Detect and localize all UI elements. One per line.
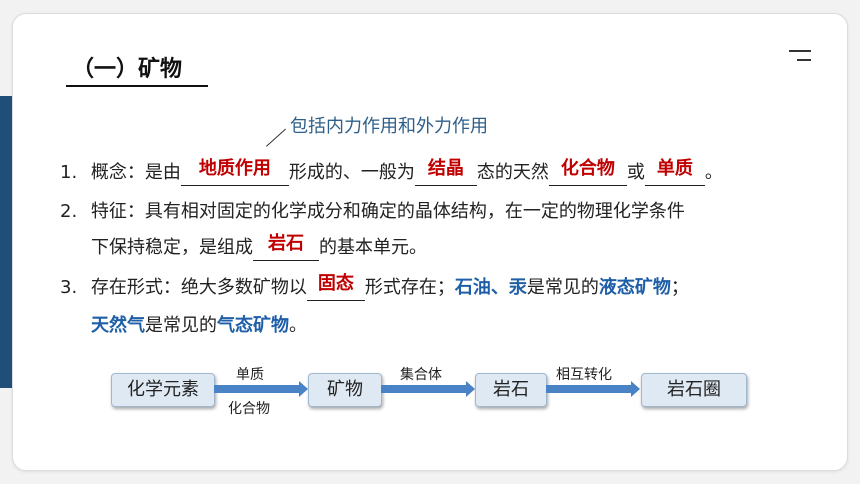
arrow-2-top-label: 集合体 <box>400 367 442 383</box>
answer-2: 结晶 <box>427 158 464 179</box>
arrow-1-bottom-label: 化合物 <box>228 401 270 417</box>
answer-6: 固态 <box>317 273 354 294</box>
sidebar-accent-bar <box>0 96 12 388</box>
blank-1: 地质作用 <box>180 158 289 186</box>
answer-4: 单质 <box>656 158 693 179</box>
flow-box-mineral: 矿物 <box>308 373 382 407</box>
feature-line: 2. 特征：具有相对固定的化学成分和确定的晶体结构，在一定的物理化学条件 <box>60 201 685 222</box>
section-title: （一）矿物 <box>72 57 183 82</box>
blank-4: 单质 <box>644 158 705 186</box>
blank-5: 岩石 <box>253 233 319 261</box>
feature-line-cont: 下保持稳定，是组成岩石的基本单元。 <box>91 233 427 261</box>
concept-line: 1. 概念：是由地质作用形成的、一般为结晶态的天然化合物或单质。 <box>60 158 723 186</box>
flow-box-rock: 岩石 <box>475 373 547 407</box>
title-underline <box>66 85 208 87</box>
flow-box-elements: 化学元素 <box>111 373 215 407</box>
arrow-3 <box>546 381 640 397</box>
blank-6: 固态 <box>306 273 365 301</box>
answer-1: 地质作用 <box>198 158 271 179</box>
annotation-note: 包括内力作用和外力作用 <box>290 116 488 137</box>
arrow-3-top-label: 相互转化 <box>556 367 612 383</box>
answer-3: 化合物 <box>560 158 615 179</box>
menu-icon[interactable] <box>789 50 811 64</box>
form-line: 3. 存在形式：绝大多数矿物以固态形式存在；石油、汞是常见的液态矿物； <box>60 273 689 301</box>
flow-box-lithosphere: 岩石圈 <box>641 373 747 407</box>
blank-2: 结晶 <box>414 158 477 186</box>
form-line-cont: 天然气是常见的气态矿物。 <box>91 315 307 336</box>
arrow-2 <box>381 381 475 397</box>
blank-3: 化合物 <box>548 158 627 186</box>
arrow-1 <box>214 381 308 397</box>
arrow-1-top-label: 单质 <box>236 367 264 383</box>
answer-5: 岩石 <box>268 233 304 254</box>
